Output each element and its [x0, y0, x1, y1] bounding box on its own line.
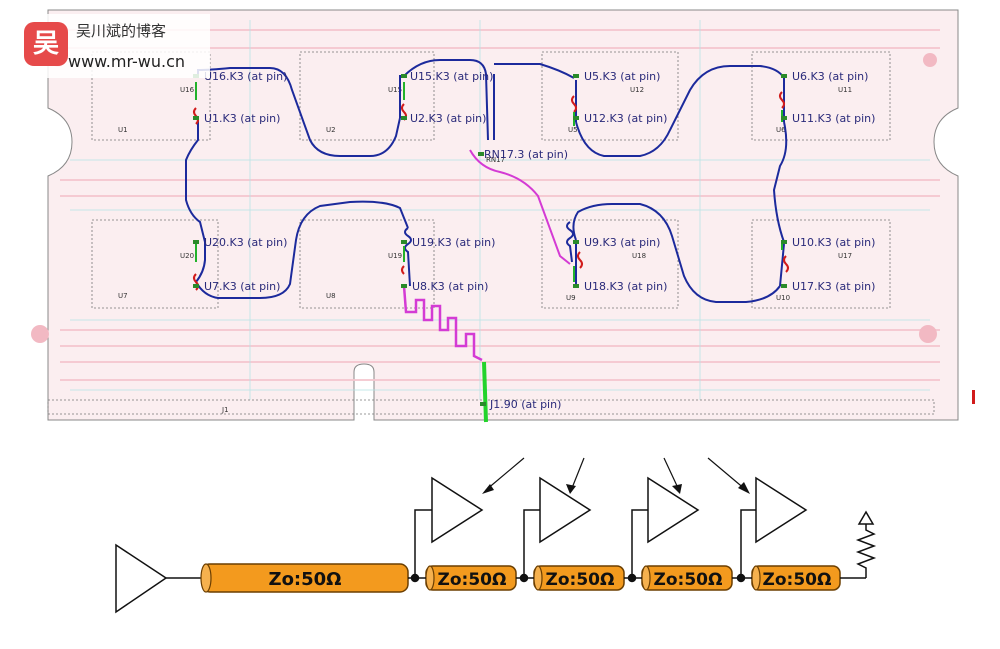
label-u11: U11.K3 (at pin): [792, 112, 875, 125]
label-rn17: RN17.3 (at pin): [484, 148, 568, 161]
label-u7: U7.K3 (at pin): [204, 280, 280, 293]
label-u12: U12.K3 (at pin): [584, 112, 667, 125]
svg-text:U11: U11: [838, 86, 852, 94]
svg-text:U15: U15: [388, 86, 402, 94]
tline-seg-1: Zo:50Ω: [425, 565, 517, 591]
receiver-1: [414, 457, 525, 578]
label-u20: U20.K3 (at pin): [204, 236, 287, 249]
label-u8: U8.K3 (at pin): [412, 280, 488, 293]
tline-seg-2: Zo:50Ω: [533, 565, 625, 591]
svg-text:U12: U12: [630, 86, 644, 94]
label-u15: U15.K3 (at pin): [410, 70, 493, 83]
tline-seg-4-label: Zo:50Ω: [763, 570, 832, 590]
stub-red: [193, 91, 789, 291]
svg-text:U17: U17: [838, 252, 852, 260]
svg-text:U20: U20: [180, 252, 194, 260]
svg-text:U7: U7: [118, 292, 128, 300]
flyby-schematic: Zo:50Ω Zo:50Ω Zo:50Ω Zo:50Ω Zo:50Ω: [115, 457, 877, 614]
serpentine-blue-1: [404, 227, 412, 287]
blog-title: 吴川斌的博客: [76, 22, 167, 40]
svg-text:U16: U16: [180, 86, 195, 94]
receiver-4: [707, 457, 808, 578]
blog-url: www.mr-wu.cn: [68, 52, 186, 71]
pin-markers: [193, 74, 787, 406]
label-u10: U10.K3 (at pin): [792, 236, 875, 249]
pin-labels: U16.K3 (at pin) U1.K3 (at pin) U15.K3 (a…: [204, 70, 875, 411]
svg-text:U9: U9: [566, 294, 576, 302]
magenta-trace-j1: [402, 285, 483, 362]
tline-seg-3: Zo:50Ω: [641, 565, 733, 591]
blog-logo: 吴: [24, 22, 68, 66]
label-u6: U6.K3 (at pin): [792, 70, 868, 83]
serpentine-blue-2: [566, 221, 574, 263]
svg-text:U18: U18: [632, 252, 646, 260]
pcb-texture-cyan: [70, 20, 930, 400]
label-u16: U16.K3 (at pin): [204, 70, 287, 83]
label-u9: U9.K3 (at pin): [584, 236, 660, 249]
tline-main: Zo:50Ω: [200, 563, 409, 593]
svg-text:U1: U1: [118, 126, 128, 134]
label-j1: J1.90 (at pin): [489, 398, 561, 411]
svg-text:U2: U2: [326, 126, 336, 134]
tline-seg-2-label: Zo:50Ω: [546, 570, 615, 590]
board-outline: [47, 9, 959, 421]
label-u2: U2.K3 (at pin): [410, 112, 486, 125]
receiver-3: [631, 457, 700, 578]
edge-mark: [972, 390, 975, 404]
svg-text:U5: U5: [568, 126, 578, 134]
svg-text:U8: U8: [326, 292, 336, 300]
tline-seg-4: Zo:50Ω: [751, 565, 841, 591]
chip-footprints: [47, 51, 935, 415]
svg-text:U10: U10: [776, 294, 790, 302]
blue-traces: [185, 59, 788, 303]
label-u19: U19.K3 (at pin): [412, 236, 495, 249]
blog-watermark: 吴 吴川斌的博客 www.mr-wu.cn: [20, 14, 210, 78]
label-u1: U1.K3 (at pin): [204, 112, 280, 125]
green-riser-j1: [482, 361, 488, 423]
tline-seg-1-label: Zo:50Ω: [438, 570, 507, 590]
receiver-2: [523, 457, 592, 578]
tline-seg-3-label: Zo:50Ω: [654, 570, 723, 590]
svg-text:J1: J1: [221, 406, 229, 414]
label-u18: U18.K3 (at pin): [584, 280, 667, 293]
svg-text:U6: U6: [776, 126, 786, 134]
svg-text:U19: U19: [388, 252, 402, 260]
driver-buffer: [115, 543, 168, 614]
pcb-texture: [60, 29, 940, 381]
pcb-layout: U1 U2 U12 U11 U7 U8 U18 U17 J1 U16 U15 U…: [31, 9, 975, 423]
termination-resistor: [855, 510, 877, 578]
svg-text:RN17: RN17: [486, 156, 505, 164]
tline-main-label: Zo:50Ω: [269, 569, 342, 590]
label-u17: U17.K3 (at pin): [792, 280, 875, 293]
refdes-labels: U1 U2 U12 U11 U7 U8 U18 U17 J1 U16 U15 U…: [118, 86, 852, 414]
magenta-trace-rn17: [469, 149, 571, 265]
label-u5: U5.K3 (at pin): [584, 70, 660, 83]
